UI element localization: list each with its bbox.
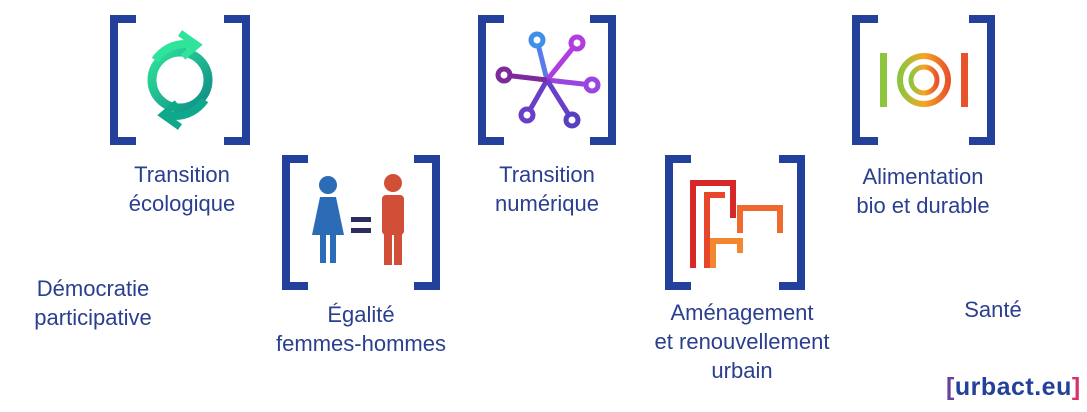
label-line: Alimentation [862, 164, 984, 189]
label-line: bio et durable [856, 193, 990, 218]
label-line: participative [34, 305, 152, 330]
food-tile [852, 15, 995, 145]
logo-bracket: ] [1071, 373, 1081, 401]
label-line: écologique [128, 191, 236, 216]
cycle-arrows-icon [110, 15, 250, 145]
label-line: Transition [499, 162, 595, 187]
bracket-right [590, 15, 616, 145]
logo-text: urbact.eu [954, 373, 1072, 401]
urban-renewal-label: Aménagement et renouvellement urbain [655, 298, 830, 385]
label-line: femmes-hommes [276, 331, 446, 356]
digital-transition-label: Transition numérique [495, 160, 599, 218]
label-line: et renouvellement [654, 329, 830, 354]
label-line: Aménagement [670, 300, 814, 325]
digital-transition-tile [478, 15, 616, 145]
food-label: Alimentation bio et durable [856, 162, 989, 220]
bracket-right [414, 155, 440, 290]
ecological-transition-label: Transition écologique [129, 160, 235, 218]
label-line: Transition [134, 162, 230, 187]
network-icon [478, 15, 616, 145]
gender-equality-tile [282, 155, 440, 290]
label-line: numérique [495, 191, 599, 216]
label-line: urbain [711, 358, 773, 383]
bracket-left [282, 155, 308, 290]
participatory-democracy-label: Démocratie participative [34, 274, 151, 332]
urban-renewal-tile [665, 155, 805, 290]
bracket-left [110, 15, 136, 145]
label-line: Démocratie [36, 276, 150, 301]
ecological-transition-tile [110, 15, 250, 145]
logo-bracket: [ [946, 373, 955, 401]
urban-blocks-icon [665, 155, 805, 290]
urbact-logo: [urbact.eu] [946, 373, 1081, 402]
gender-equality-label: Égalité femmes-hommes [276, 300, 446, 358]
bracket-right [224, 15, 250, 145]
bracket-left [852, 15, 878, 145]
label-line: Égalité [327, 302, 395, 327]
bracket-right [969, 15, 995, 145]
plate-icon [852, 15, 995, 145]
health-label: Santé [964, 295, 1022, 324]
bracket-left [478, 15, 504, 145]
bracket-right [779, 155, 805, 290]
label-line: Santé [964, 297, 1022, 322]
bracket-left [665, 155, 691, 290]
gender-equality-icon [282, 155, 440, 290]
